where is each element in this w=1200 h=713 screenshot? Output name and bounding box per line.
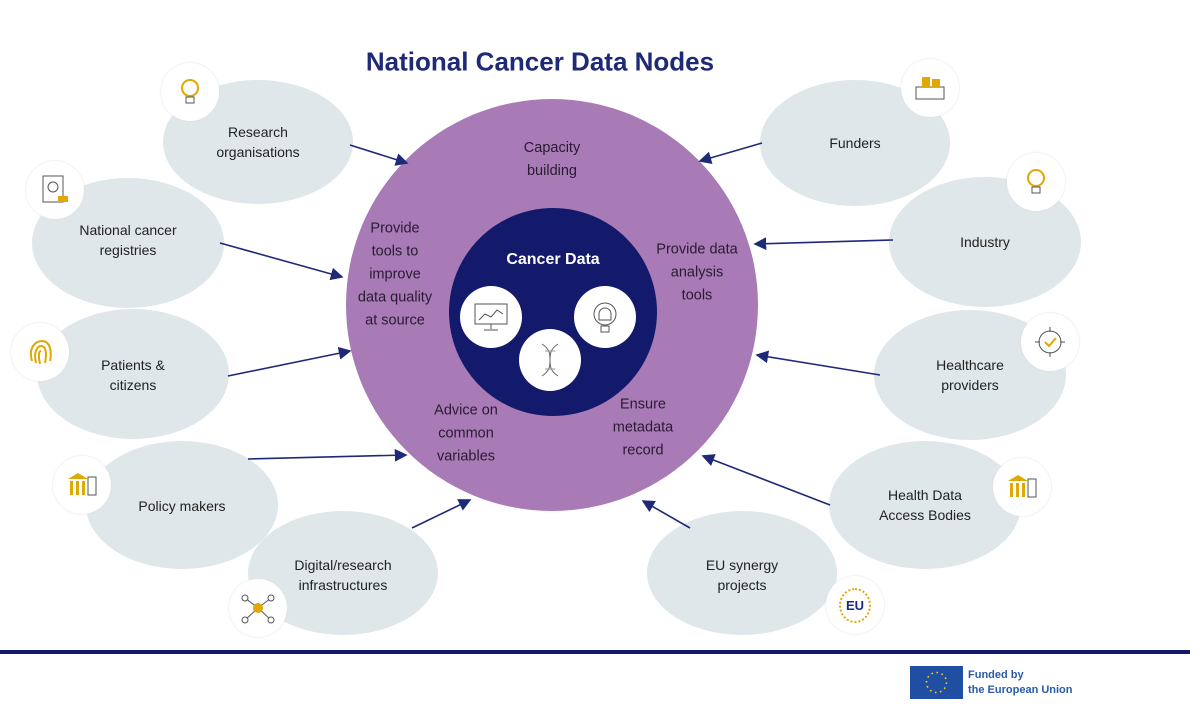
page-title: National Cancer Data Nodes <box>365 46 715 77</box>
arrow <box>411 499 472 529</box>
dna-icon <box>519 329 581 391</box>
service-capacity-building: Capacity building <box>523 140 581 179</box>
stakeholder-patients: Patients & citizens <box>101 357 165 393</box>
mri-scanner-icon <box>574 286 636 348</box>
government-building-icon <box>53 456 111 514</box>
service-common-variables: Advice on common variables <box>434 402 498 465</box>
stakeholder-industry: Industry <box>960 234 1010 250</box>
arrow <box>641 500 691 529</box>
arrow <box>753 237 894 251</box>
stakeholder-research-organisations: Research organisations <box>216 124 300 160</box>
node-ellipse <box>874 310 1066 440</box>
lightbulb-gear-icon <box>161 63 219 121</box>
node-ellipse <box>760 80 950 206</box>
government-building-icon <box>993 458 1051 516</box>
node-ellipse <box>86 441 278 569</box>
core-label: Cancer Data <box>506 251 600 268</box>
passport-icon <box>26 161 84 219</box>
arrow <box>219 242 344 281</box>
node-ellipse <box>829 441 1021 569</box>
arrow <box>698 142 763 165</box>
service-data-quality: Provide tools to improve data quality at… <box>357 220 433 329</box>
arrow <box>701 454 831 506</box>
stakeholder-healthcare-providers: Healthcare providers <box>936 357 1004 393</box>
money-coins-icon <box>901 59 959 117</box>
node-ellipse <box>647 511 837 635</box>
service-analysis-tools: Provide data analysis tools <box>656 241 738 304</box>
arrow <box>247 448 408 462</box>
stakeholder-policy-makers: Policy makers <box>138 498 226 514</box>
node-ellipse <box>37 309 229 439</box>
monitor-chart-icon <box>460 286 522 348</box>
eu-icon: EU <box>826 576 884 634</box>
eu-badge-text: EU <box>838 587 872 623</box>
arrow <box>227 346 352 377</box>
inner-circle <box>449 208 657 416</box>
stakeholder-health-data-access-bodies: Health Data Access Bodies <box>879 487 971 523</box>
lightbulb-gear-icon <box>1007 153 1065 211</box>
arrow <box>349 144 409 166</box>
network-nodes-icon <box>229 579 287 637</box>
stakeholder-cancer-registries: National cancer registries <box>79 222 177 258</box>
service-metadata: Ensure metadata record <box>612 396 674 459</box>
arrow <box>755 350 881 376</box>
stakeholder-funders: Funders <box>829 135 881 151</box>
eu-flag-logo <box>910 666 963 699</box>
target-check-icon <box>1021 313 1079 371</box>
stakeholder-eu-synergy-projects: EU synergy projects <box>705 557 779 593</box>
fingerprint-icon <box>11 323 69 381</box>
funded-by-eu-text: Funded by the European Union <box>968 669 1073 696</box>
node-ellipse <box>248 511 438 635</box>
node-ellipse <box>32 178 224 308</box>
stakeholder-digital-infrastructures: Digital/research infrastructures <box>294 557 392 593</box>
